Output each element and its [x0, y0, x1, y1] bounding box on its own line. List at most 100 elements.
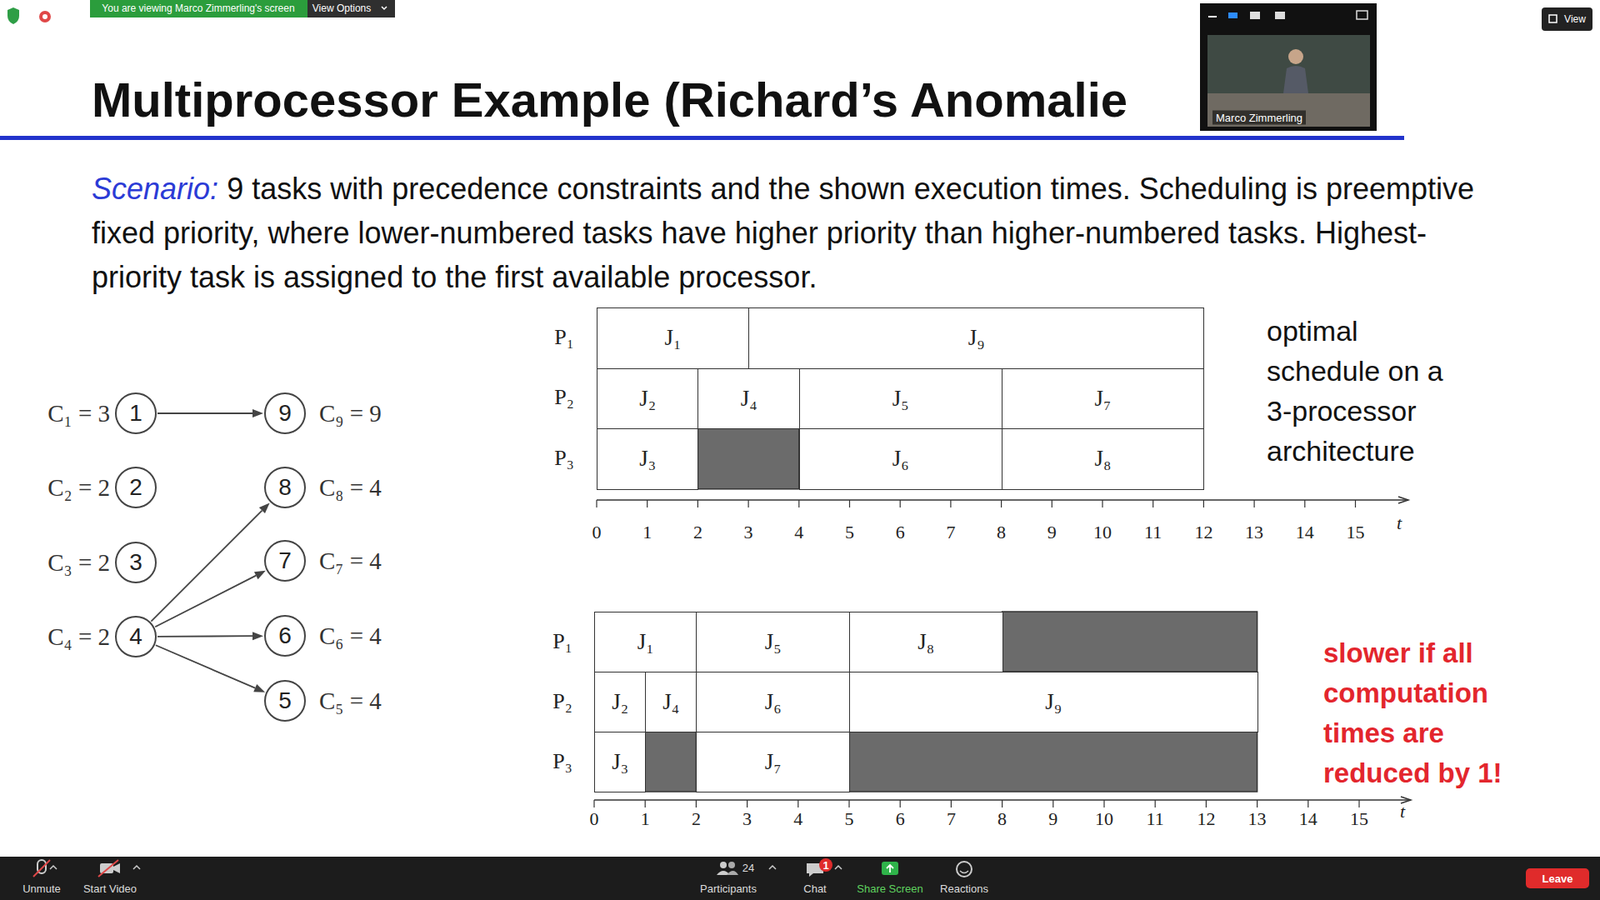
task-circle: 6: [264, 615, 306, 657]
job-box: J₃: [594, 731, 646, 793]
job-box: J₈: [1001, 428, 1205, 490]
axis-tick: [746, 800, 748, 808]
axis-tick: [1355, 500, 1356, 508]
chevron: [50, 865, 57, 870]
precedence-arrow: [155, 645, 265, 692]
time-tick: 13: [1248, 808, 1267, 830]
warning-note: slower if all computation times are redu…: [1323, 633, 1532, 794]
task-circle: 8: [264, 466, 306, 509]
axis-tick: [747, 500, 749, 508]
panel-icon: [1228, 12, 1238, 19]
time-tick: 8: [996, 521, 1006, 544]
time-tick: 1: [642, 521, 652, 544]
job-box: J₁: [596, 307, 750, 370]
video-panel: [1200, 3, 1377, 131]
toolbar-label: Chat: [803, 882, 826, 895]
viewing-banner: [90, 0, 308, 18]
axis-tick: [1152, 500, 1154, 508]
arrow-shaft: [155, 575, 256, 628]
axis-tick: [645, 800, 646, 808]
axis-tick: [900, 500, 901, 508]
axis-tick: [900, 800, 901, 808]
precedence-arrow: [155, 570, 266, 627]
job-box: J₇: [695, 731, 850, 793]
axis-tick: [1304, 500, 1305, 508]
time-tick: 2: [693, 521, 703, 544]
job-box: J₇: [1001, 368, 1205, 430]
time-tick: 12: [1196, 808, 1215, 830]
job-box: J₄: [697, 368, 800, 430]
job-label: J₄: [662, 689, 680, 715]
shield-icon: [7, 7, 20, 25]
axis-tick: [1052, 800, 1054, 808]
toolbar-label: Share Screen: [856, 882, 924, 895]
time-tick: 4: [794, 521, 804, 544]
task-circle: 7: [264, 540, 306, 582]
task-number: 4: [129, 623, 143, 650]
time-tick: 3: [744, 521, 754, 544]
arrowhead: [252, 409, 264, 418]
scenario-text: 9 tasks with precedence constraints and …: [91, 171, 1475, 295]
axis-tick: [1205, 800, 1207, 808]
camera-lens: [113, 863, 120, 874]
share-arrow: [886, 865, 894, 873]
axis-tick: [849, 500, 850, 508]
time-tick: 10: [1093, 521, 1112, 544]
reactions-icon: [956, 861, 972, 877]
chevron: [381, 6, 387, 10]
axis-tick: [1253, 500, 1255, 508]
axis-tick: [950, 500, 951, 508]
axis-arrowhead: [1398, 496, 1409, 504]
toolbar: [0, 856, 1600, 900]
participants-icon: [726, 870, 739, 875]
time-tick: 2: [691, 808, 701, 830]
job-box: J₆: [799, 428, 1003, 490]
time-tick: 6: [895, 808, 905, 830]
share-icon: [881, 861, 899, 875]
execution-time: C₄ = 2: [47, 623, 110, 651]
job-label: J₅: [765, 629, 782, 655]
job-box: J₁: [594, 611, 697, 673]
execution-time: C₈ = 4: [319, 474, 382, 502]
task-number: 3: [129, 549, 143, 576]
job-box: J₃: [596, 428, 699, 490]
arrow-shaft: [150, 510, 262, 622]
job-label: J₄: [740, 385, 758, 412]
arrow-shaft: [155, 645, 255, 688]
axis-tick: [1307, 800, 1309, 808]
task-number: 9: [278, 400, 292, 427]
time-tick: 15: [1350, 808, 1369, 830]
time-tick: 5: [845, 521, 855, 544]
time-tick: 9: [1048, 808, 1058, 830]
speaker-body: [1283, 65, 1309, 94]
grid-icon: [1549, 15, 1557, 23]
leave-button: [1525, 868, 1590, 889]
panel-icon: [1356, 10, 1368, 20]
button-text: View: [1564, 13, 1586, 25]
axis-name: t: [1396, 512, 1402, 535]
job-label: J₇: [765, 749, 782, 775]
axis-tick: [1203, 500, 1205, 508]
arrowhead: [252, 631, 264, 640]
job-box: J₅: [695, 611, 850, 673]
axis-tick: [1103, 800, 1105, 808]
job-label: J₁: [665, 325, 682, 351]
chevron: [835, 865, 842, 870]
record-dot: [42, 14, 48, 20]
axis-tick: [595, 500, 597, 508]
arrowhead: [253, 684, 265, 693]
chalkboard: [1207, 35, 1370, 94]
processor-name: P₃: [552, 749, 573, 775]
job-label: J₉: [968, 325, 985, 351]
execution-time: C₇ = 4: [319, 547, 382, 575]
speaker-name: Marco Zimmerling: [1212, 110, 1306, 125]
job-box: J₆: [695, 671, 850, 733]
processor-name: P₂: [554, 385, 575, 410]
execution-time: C₂ = 2: [47, 474, 110, 502]
toolbar-label: Participants: [700, 882, 757, 895]
processor-name: P₁: [552, 629, 573, 655]
reactions-smile: [960, 870, 969, 874]
task-circle: 5: [264, 680, 306, 722]
participants-icon: [720, 861, 727, 869]
